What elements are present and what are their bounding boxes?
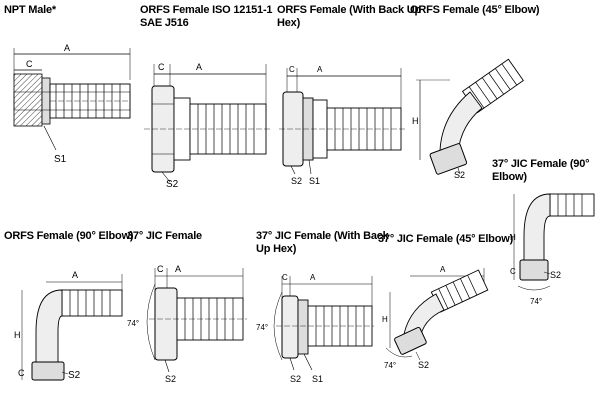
title-orfs-female-45: ORFS Female (45° Elbow) [410, 4, 540, 16]
drawing-jic-female-90: H C S2 74° [510, 176, 598, 308]
title-line-2: Up Hex) [256, 243, 297, 255]
dim-label-angle: 74° [256, 323, 268, 332]
dim-label-angle: 74° [127, 319, 139, 328]
title-jic-female-90: 37° JIC Female (90° Elbow) [492, 158, 590, 183]
dim-label-s1: S1 [54, 154, 67, 165]
title-jic-female: 37° JIC Female [127, 230, 202, 242]
title-npt-male: NPT Male* [4, 4, 56, 16]
drawing-orfs-female-45: H S2 [410, 50, 530, 180]
dim-label-c: C [158, 62, 165, 72]
title-orfs-female-90: ORFS Female (90° Elbow) [4, 230, 134, 242]
dim-label-a: A [64, 43, 70, 53]
dim-label-s2: S2 [290, 374, 301, 384]
dim-label-a: A [196, 62, 202, 72]
drawing-jic-female-45: A H 74° S2 [380, 256, 495, 396]
title-line-1: 37° JIC Female (With Back [256, 230, 389, 242]
dim-label-c: C [157, 264, 164, 274]
dim-label-s1: S1 [309, 176, 320, 186]
title-orfs-female-iso: ORFS Female ISO 12151-1 SAE J516 [140, 4, 273, 30]
dim-label-c: C [282, 273, 288, 282]
dim-label-a: A [310, 273, 316, 282]
dim-label-c: C [26, 59, 33, 69]
drawing-orfs-female-90: A H C S2 [6, 262, 126, 398]
dim-label-h: H [412, 116, 419, 126]
dim-label-h: H [14, 330, 21, 340]
dim-label-a: A [317, 65, 323, 74]
drawing-npt-male: A C S1 [4, 40, 136, 170]
dim-label-s2: S2 [454, 170, 465, 180]
drawing-orfs-female-backup-hex: C A S2 S1 [277, 62, 407, 187]
dim-label-c: C [510, 267, 516, 276]
title-line-2: SAE J516 [140, 17, 189, 29]
title-jic-female-backup-hex: 37° JIC Female (With Back Up Hex) [256, 230, 389, 256]
dim-label-s1: S1 [312, 374, 323, 384]
dim-label-angle: 74° [530, 297, 542, 306]
dim-label-c: C [289, 65, 295, 74]
drawing-orfs-female-iso: C A S2 [140, 54, 272, 189]
dim-label-a: A [72, 270, 78, 280]
title-line-1: ORFS Female (With Back Up [277, 4, 422, 16]
dim-label-s2: S2 [165, 374, 176, 384]
dim-label-angle: 74° [384, 361, 396, 370]
title-line-1: ORFS Female ISO 12151-1 [140, 4, 273, 16]
drawing-jic-female-backup-hex: C A 74° S2 S1 [256, 270, 376, 395]
dim-label-h: H [382, 315, 388, 324]
dim-label-s2: S2 [291, 176, 302, 186]
drawing-jic-female: C A 74° S2 [125, 262, 250, 397]
title-orfs-female-backup-hex: ORFS Female (With Back Up Hex) [277, 4, 421, 30]
title-line-2: Hex) [277, 17, 301, 29]
dim-label-s2: S2 [166, 179, 179, 189]
dim-label-s2: S2 [68, 370, 81, 381]
dim-label-a: A [440, 265, 446, 274]
dim-label-c: C [18, 368, 25, 378]
dim-label-a: A [175, 264, 181, 274]
dim-label-h: H [510, 233, 516, 242]
dim-label-s2: S2 [550, 270, 561, 280]
title-jic-female-45: 37° JIC Female (45° Elbow) [378, 233, 514, 245]
dim-label-s2: S2 [418, 360, 429, 370]
